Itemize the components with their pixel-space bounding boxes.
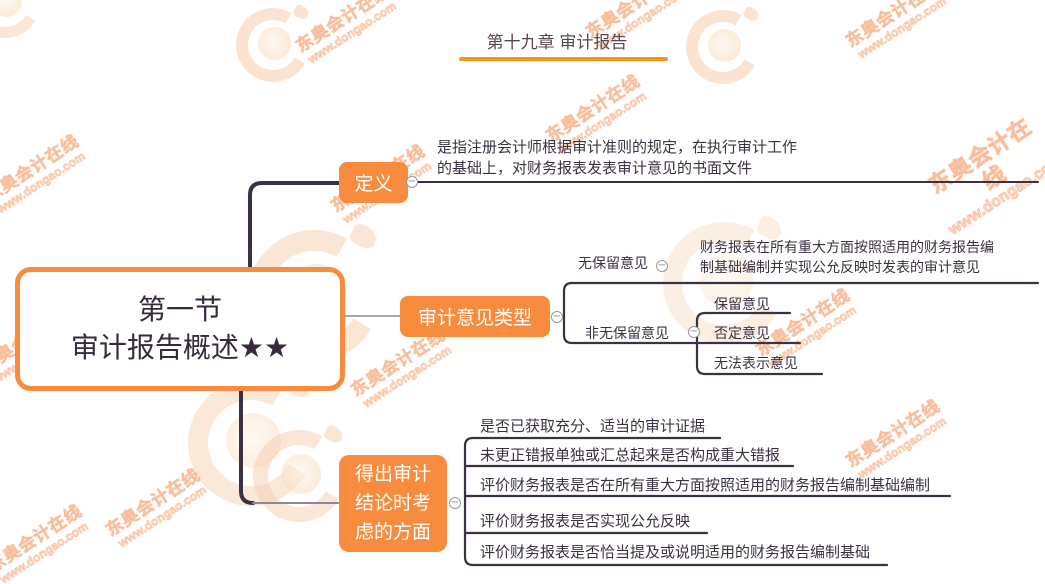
- conclusion-considerations-node[interactable]: 得出审计 结论时考 虑的方面: [339, 455, 447, 552]
- unqualified-opinion-description[interactable]: 财务报表在所有重大方面按照适用的财务报告编 制基础编制并实现公允反映时发表的审计…: [700, 239, 994, 275]
- collapse-button-opinion-types[interactable]: −: [551, 311, 563, 323]
- non-unqualified-opinion-label[interactable]: 非无保留意见: [585, 325, 669, 341]
- collapse-button-definition[interactable]: −: [406, 176, 418, 188]
- collapse-button-conclusion[interactable]: −: [449, 497, 461, 509]
- chapter-title-underline: [459, 57, 668, 61]
- definition-description[interactable]: 是指注册会计师根据审计准则的规定，在执行审计工作 的基础上，对财务报表发表审计意…: [437, 139, 798, 177]
- unqualified-opinion-label[interactable]: 无保留意见: [578, 255, 648, 271]
- non-unqualified-bracket: [695, 311, 824, 376]
- consideration-item[interactable]: 评价财务报表是否在所有重大方面按照适用的财务报告编制基础编制: [480, 477, 931, 494]
- conclusion-bracket: [463, 436, 889, 567]
- consideration-item[interactable]: 是否已获取充分、适当的审计证据: [480, 418, 706, 435]
- consideration-item[interactable]: 未更正错报单独或汇总起来是否构成重大错报: [480, 447, 781, 464]
- consideration-item[interactable]: 评价财务报表是否恰当提及或说明适用的财务报告编制基础: [480, 544, 871, 561]
- disclaimer-opinion-item[interactable]: 无法表示意见: [714, 355, 798, 371]
- chapter-title: 第十九章 审计报告: [486, 33, 628, 52]
- definition-node[interactable]: 定义: [339, 162, 408, 203]
- adverse-opinion-item[interactable]: 否定意见: [714, 325, 770, 341]
- branch-line-definition: [248, 181, 341, 272]
- consideration-item[interactable]: 评价财务报表是否实现公允反映: [480, 513, 691, 530]
- collapse-button-non-unqualified[interactable]: −: [688, 326, 700, 338]
- opinion-types-node[interactable]: 审计意见类型: [400, 296, 550, 337]
- branch-line-conclusion-curve: [239, 386, 255, 505]
- qualified-opinion-item[interactable]: 保留意见: [714, 296, 770, 312]
- opinion-bracket: [562, 281, 1040, 345]
- collapse-button-unqualified[interactable]: −: [656, 260, 668, 272]
- main-topic-node[interactable]: 第一节 审计报告概述★★: [15, 267, 345, 391]
